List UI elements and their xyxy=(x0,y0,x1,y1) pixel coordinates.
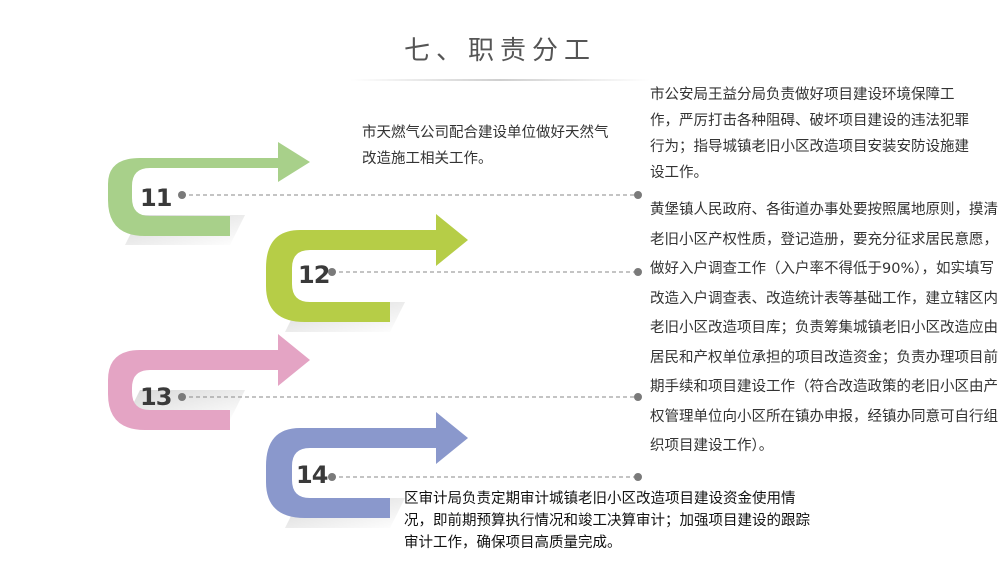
step-13-arrow: 13 xyxy=(108,334,310,430)
page-title: 七、职责分工 xyxy=(403,36,596,66)
step-11-dot-end xyxy=(634,191,642,199)
step-12-shape xyxy=(266,214,468,322)
step-13-dot-start xyxy=(178,393,186,401)
step-14-number: 14 xyxy=(296,461,328,489)
step-12-text: 市公安局王益分局负责做好项目建设环境保障工作，严厉打击各种阻碍、破坏项目建设的违… xyxy=(650,87,969,181)
step-11-shape xyxy=(108,142,310,236)
step-14-text: 区审计局负责定期审计城镇老旧小区改造项目建设资金使用情况，即前期预算执行情况和竣… xyxy=(404,491,810,551)
step-12-dot-start xyxy=(328,268,336,276)
step-11-dot-start xyxy=(178,191,186,199)
step-12-arrow: 12 xyxy=(266,214,468,332)
step-14-dot-end xyxy=(634,473,642,481)
step-12-number: 12 xyxy=(298,261,329,289)
step-14-arrow: 14 xyxy=(266,412,468,528)
step-11-number: 11 xyxy=(140,184,172,212)
step-13-shape xyxy=(108,334,310,430)
step-11-text: 市天燃气公司配合建设单位做好天然气改造施工相关工作。 xyxy=(362,125,609,167)
step-11-arrow: 11 xyxy=(108,142,310,245)
title-divider xyxy=(350,79,650,81)
step-13-number: 13 xyxy=(140,383,171,411)
step-12-dot-end xyxy=(634,268,642,276)
step-14-dot-start xyxy=(328,473,336,481)
step-14-shape xyxy=(266,412,468,518)
step-13-dot-end xyxy=(634,393,642,401)
step-13-text: 黄堡镇人民政府、各街道办事处要按照属地原则，摸清老旧小区产权性质，登记造册，要充… xyxy=(650,202,998,454)
